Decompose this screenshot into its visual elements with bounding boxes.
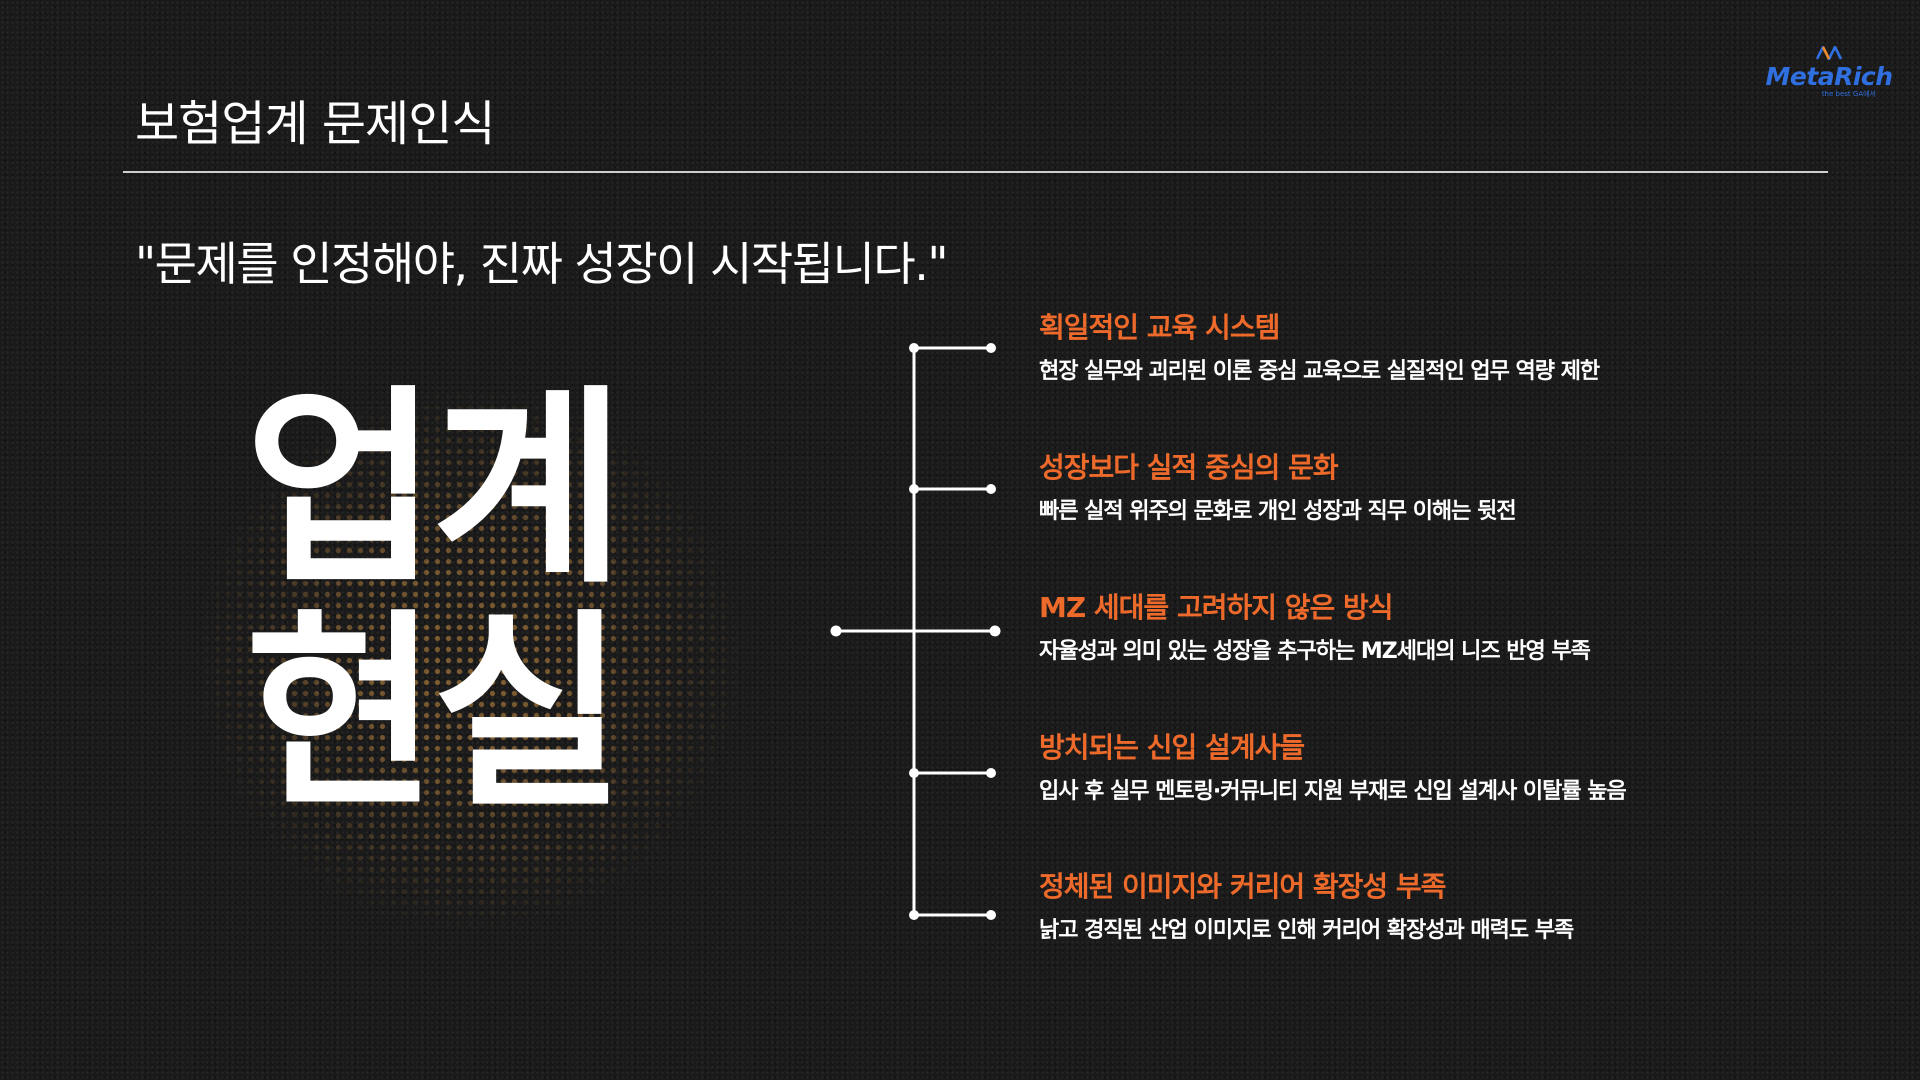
item-description: 낡고 경직된 산업 이미지로 인해 커리어 확장성과 매력도 부족 [1039, 918, 1574, 943]
list-item: 방치되는 신입 설계사들 입사 후 실무 멘토링·커뮤니티 지원 부재로 신입 … [1039, 731, 1799, 806]
logo: MetaRich the best GA에서 [1754, 46, 1904, 118]
node-dot [986, 768, 996, 778]
metarich-logo-icon [1816, 46, 1842, 60]
node-dot [909, 768, 919, 778]
item-description: 입사 후 실무 멘토링·커뮤니티 지원 부재로 신입 설계사 이탈률 높음 [1039, 779, 1627, 804]
item-description: 자율성과 의미 있는 성장을 추구하는 MZ세대의 니즈 반영 부족 [1039, 639, 1591, 664]
node-dot [986, 484, 996, 494]
list-item: MZ 세대를 고려하지 않은 방식 자율성과 의미 있는 성장을 추구하는 MZ… [1039, 591, 1799, 666]
list-item: 정체된 이미지와 커리어 확장성 부족 낡고 경직된 산업 이미지로 인해 커리… [1039, 870, 1799, 945]
header-divider [123, 171, 1828, 173]
item-title: MZ 세대를 고려하지 않은 방식 [1039, 591, 1394, 624]
item-description: 현장 실무와 괴리된 이론 중심 교육으로 실질적인 업무 역량 제한 [1039, 359, 1600, 384]
headline: 업계 현실 [245, 378, 695, 826]
headline-line-1: 업계 [245, 367, 625, 612]
node-dot [909, 910, 919, 920]
node-dot [909, 343, 919, 353]
node-dot [909, 484, 919, 494]
list-item: 획일적인 교육 시스템 현장 실무와 괴리된 이론 중심 교육으로 실질적인 업… [1039, 311, 1799, 386]
item-title: 방치되는 신입 설계사들 [1039, 731, 1305, 764]
logo-tagline: the best GA에서 [1821, 90, 1876, 98]
item-title: 성장보다 실적 중심의 문화 [1039, 451, 1339, 484]
node-dot [986, 343, 996, 353]
page-title: 보험업계 문제인식 [135, 96, 496, 152]
list-item: 성장보다 실적 중심의 문화 빠른 실적 위주의 문화로 개인 성장과 직무 이… [1039, 451, 1799, 526]
logo-wordmark: MetaRich [1765, 62, 1893, 91]
headline-line-2: 현실 [245, 591, 625, 836]
halftone-glow [190, 380, 750, 940]
node-dot [989, 625, 1001, 637]
item-title: 정체된 이미지와 커리어 확장성 부족 [1039, 870, 1446, 903]
node-dot [986, 910, 996, 920]
item-title: 획일적인 교육 시스템 [1039, 311, 1280, 344]
node-dot [830, 625, 842, 637]
item-description: 빠른 실적 위주의 문화로 개인 성장과 직무 이해는 뒷전 [1039, 499, 1517, 524]
quote-text: "문제를 인정해야, 진짜 성장이 시작됩니다." [135, 237, 949, 291]
